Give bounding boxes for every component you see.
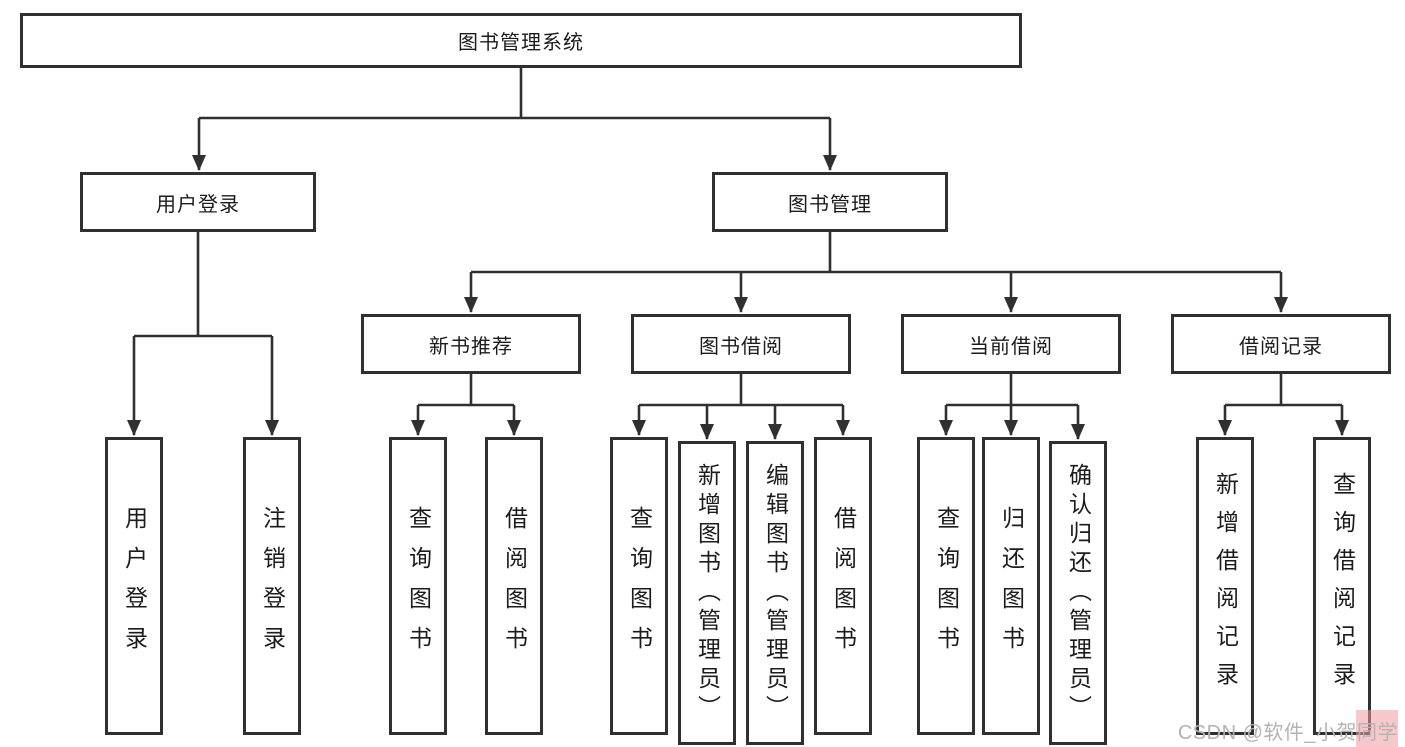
node-book-management-module: 图书管理 bbox=[712, 172, 948, 232]
node-leaf-add-borrow-record: 新增借阅记录 bbox=[1196, 437, 1254, 735]
node-library-system: 图书管理系统 bbox=[20, 13, 1022, 68]
watermark-accent-square bbox=[1356, 710, 1398, 747]
node-leaf-borrow-books-1: 借阅图书 bbox=[485, 437, 543, 735]
node-leaf-edit-books-admin: 编辑图书（管理员） bbox=[746, 441, 804, 745]
node-leaf-return-books: 归还图书 bbox=[982, 437, 1040, 735]
node-leaf-query-borrow-record: 查询借阅记录 bbox=[1313, 437, 1371, 735]
node-leaf-confirm-return-admin: 确认归还（管理员） bbox=[1049, 441, 1107, 745]
node-new-book-recommendation: 新书推荐 bbox=[361, 314, 581, 374]
watermark-text: CSDN @软件_小贺同学 bbox=[1177, 722, 1398, 744]
node-leaf-query-books-1: 查询图书 bbox=[389, 437, 447, 735]
node-leaf-user-login: 用户登录 bbox=[105, 437, 163, 735]
node-book-borrowing: 图书借阅 bbox=[631, 314, 851, 374]
node-leaf-query-books-3: 查询图书 bbox=[917, 437, 975, 735]
node-user-login-module: 用户登录 bbox=[80, 172, 316, 232]
node-current-borrowing: 当前借阅 bbox=[901, 314, 1121, 374]
node-borrowing-records: 借阅记录 bbox=[1171, 314, 1391, 374]
node-leaf-query-books-2: 查询图书 bbox=[610, 437, 668, 735]
node-leaf-add-books-admin: 新增图书（管理员） bbox=[678, 441, 736, 745]
node-leaf-logout: 注销登录 bbox=[243, 437, 301, 735]
node-leaf-borrow-books-2: 借阅图书 bbox=[814, 437, 872, 735]
